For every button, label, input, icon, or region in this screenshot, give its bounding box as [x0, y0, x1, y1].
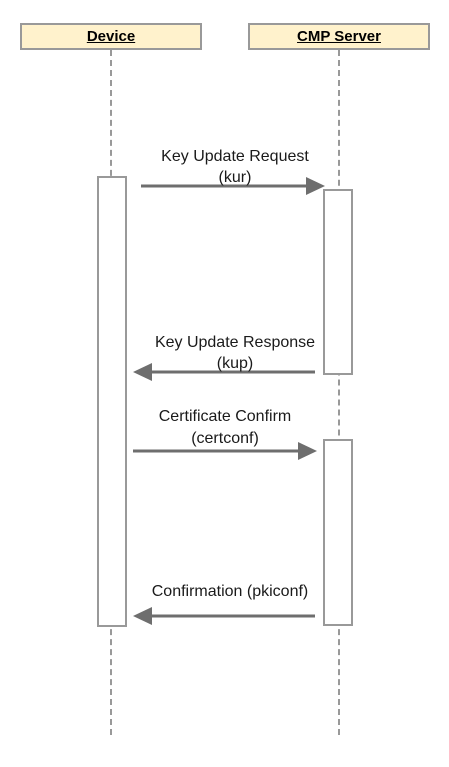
arrowhead-left-icon [133, 363, 152, 381]
cmp-server-lifeline [338, 50, 340, 735]
arrow-kup [133, 363, 315, 381]
label-kup: (kup) [216, 355, 254, 372]
arrow-pkiconf [133, 607, 315, 625]
cmp-server-activation-bar-2 [323, 439, 353, 626]
arrowhead-right-icon [306, 177, 325, 195]
label-confirmation-pkiconf: Confirmation (pkiconf) [151, 583, 309, 600]
label-key-update-response: Key Update Response [154, 334, 316, 351]
arrow-certconf [133, 442, 317, 460]
arrow-kur [141, 177, 325, 195]
label-kur: (kur) [218, 169, 252, 186]
arrowhead-left-icon [133, 607, 152, 625]
label-certificate-confirm: Certificate Confirm [158, 408, 292, 425]
label-key-update-request: Key Update Request [161, 148, 309, 165]
participant-cmp-server: CMP Server [248, 23, 430, 50]
cmp-server-activation-bar-1 [323, 189, 353, 375]
label-certconf: (certconf) [191, 430, 259, 447]
participant-device: Device [20, 23, 202, 50]
arrowhead-right-icon [298, 442, 317, 460]
device-activation-bar [97, 176, 127, 627]
